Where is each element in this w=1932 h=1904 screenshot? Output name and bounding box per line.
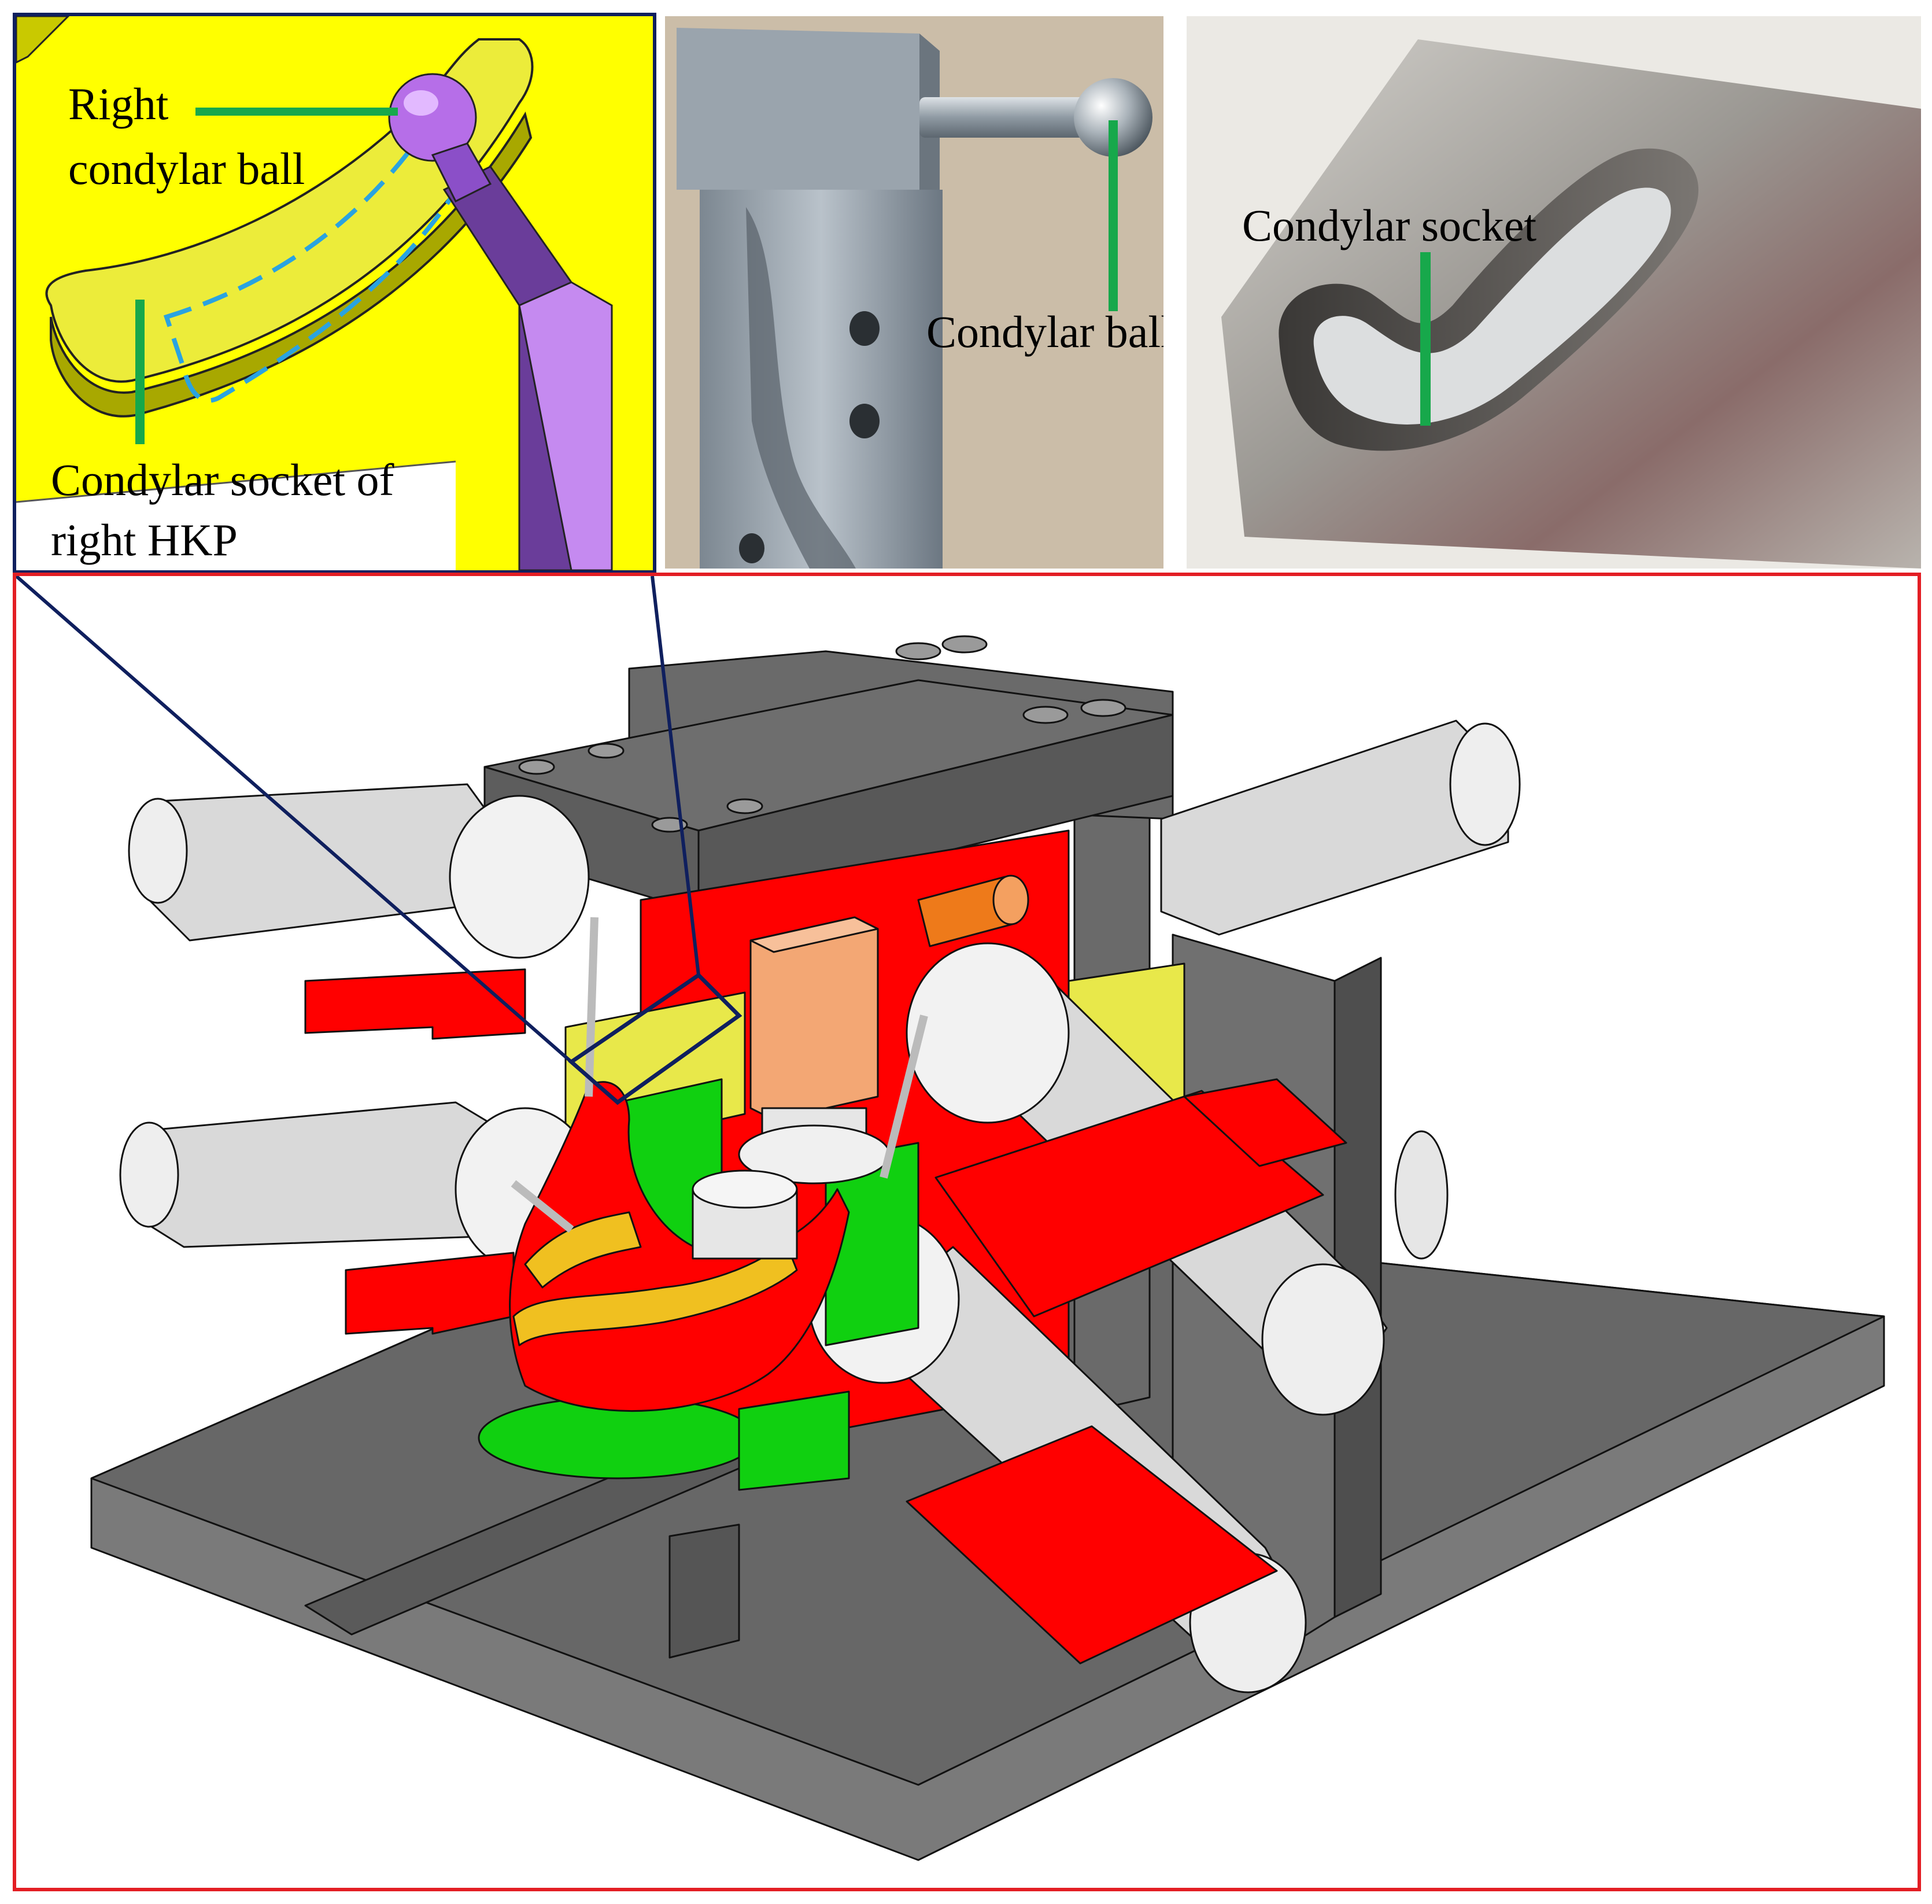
teeth-row	[512, 1240, 798, 1346]
center-piston-top	[692, 1169, 798, 1209]
top-plate-hole-1	[895, 642, 941, 661]
purple-link-light	[518, 281, 613, 570]
green-holder-front	[738, 1390, 850, 1491]
actuator-right-back-end	[1394, 1130, 1449, 1260]
top-plate-hole-8	[726, 798, 763, 814]
cad-inset-panel: Right condylar ball Condylar socket of r…	[13, 13, 656, 574]
ball-highlight	[404, 90, 438, 116]
photo-ball-drawing	[665, 16, 1163, 569]
socket-dashed-outline	[163, 111, 471, 403]
top-plate-right	[697, 714, 1174, 913]
actuator-left-upper-flange	[449, 795, 590, 959]
base-step	[668, 1523, 740, 1659]
bar-hole-2	[849, 404, 880, 438]
teeth-upper-row	[524, 1211, 642, 1289]
zoom-line-left	[16, 576, 572, 1064]
hkp-plate-side	[50, 111, 533, 418]
inset-ridge	[16, 16, 70, 64]
label-right-condylar-ball-line2: condylar ball	[68, 143, 305, 194]
copper-block-top	[749, 916, 879, 953]
metal-block-top	[677, 28, 919, 190]
actuator-right-upper-end	[1449, 722, 1521, 846]
main-assembly-panel	[13, 573, 1921, 1891]
top-plate-hole-3	[1022, 706, 1069, 724]
cad-inset-drawing	[16, 16, 613, 570]
actuator-left-upper-end	[128, 798, 188, 904]
leader-socket	[135, 300, 145, 444]
top-plate-hole-7	[651, 817, 688, 833]
ball-neck	[431, 142, 492, 203]
strut-left	[585, 917, 599, 1097]
top-plate-hole-5	[518, 759, 555, 775]
photo-condylar-ball-panel: Condylar ball	[665, 16, 1163, 569]
bar-hole-3	[739, 533, 764, 563]
condylar-rod	[919, 97, 1093, 138]
zoom-line-right	[651, 576, 700, 976]
red-mount-right-lower	[906, 1425, 1278, 1665]
inset-white-floor	[16, 462, 456, 570]
metal-bar-groove	[746, 207, 856, 569]
actuator-left-lower-end	[119, 1121, 179, 1228]
actuator-right-mid-end	[1261, 1263, 1385, 1416]
red-mount-right-upper	[1183, 1078, 1347, 1167]
metal-bar	[700, 190, 943, 569]
top-plate-hole-6	[588, 743, 625, 759]
label-condylar-ball: Condylar ball	[926, 307, 1163, 357]
leader-condylar-ball	[1109, 120, 1118, 311]
strut-right	[880, 1014, 928, 1179]
condylar-ball-photo	[1074, 78, 1152, 157]
red-mount-right-mid	[934, 1090, 1324, 1318]
label-right-condylar-ball-line1: Right	[68, 79, 169, 129]
leader-condylar-socket	[1420, 252, 1431, 426]
condylar-slot-floor	[1313, 187, 1671, 425]
assembly-drawing	[16, 576, 1885, 1861]
label-condylar-socket-line2: right HKP	[51, 515, 238, 565]
strut-lower-left	[511, 1180, 574, 1233]
red-mount-left-lower	[345, 1252, 515, 1335]
photo-socket-drawing	[1187, 16, 1921, 569]
photo-condylar-socket-panel: Condylar socket	[1187, 16, 1921, 569]
top-plate-hole-4	[1080, 699, 1126, 717]
label-condylar-socket: Condylar socket	[1242, 200, 1537, 250]
actuator-right-upper-body	[1160, 719, 1509, 936]
actuator-right-mid-flange	[906, 942, 1070, 1124]
leader-ball	[195, 108, 398, 116]
orange-cylinder-end	[992, 874, 1029, 925]
zoom-box	[568, 972, 742, 1105]
top-plate-hole-2	[941, 635, 988, 654]
label-condylar-socket-line1: Condylar socket of	[51, 455, 394, 505]
bar-hole-1	[849, 311, 880, 346]
red-mount-left-upper	[304, 968, 526, 1040]
